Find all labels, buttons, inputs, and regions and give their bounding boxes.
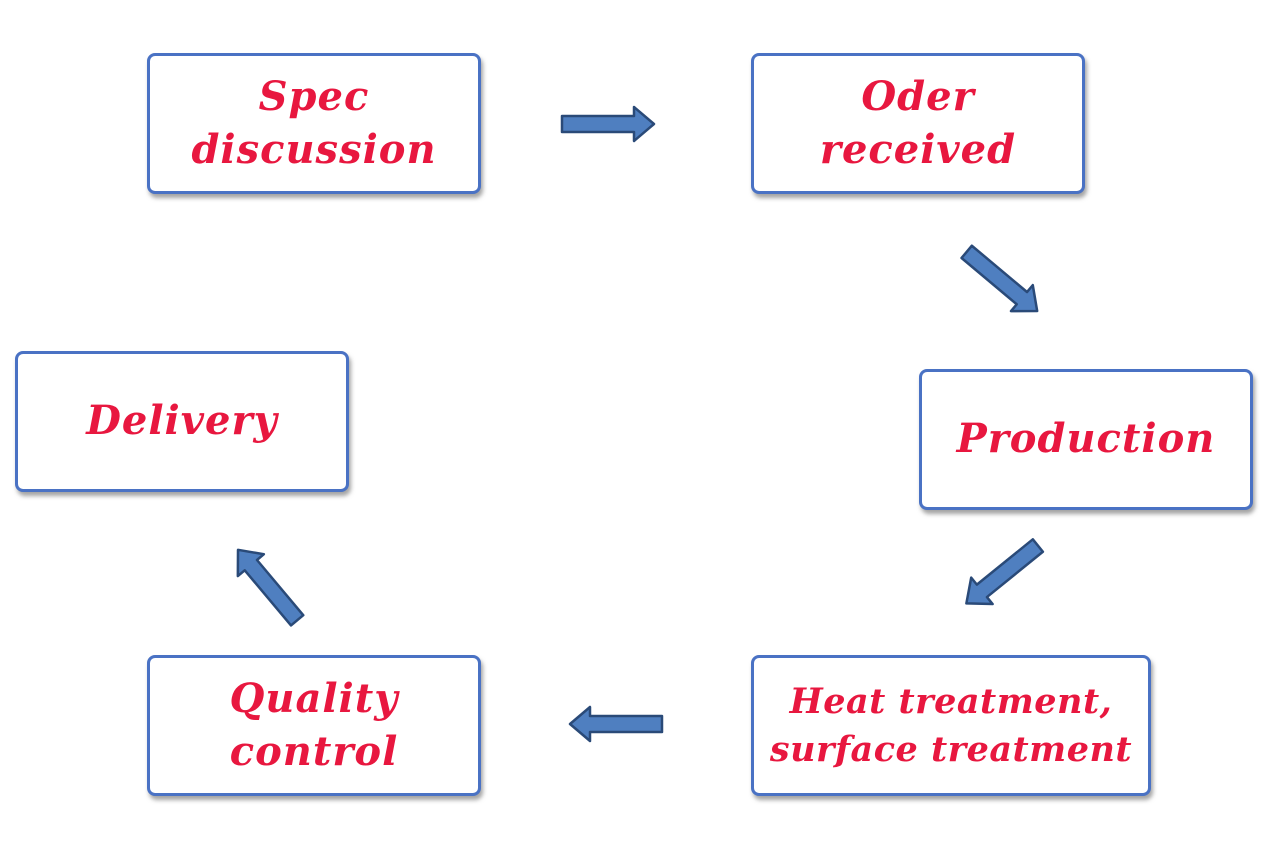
arrow-shape [960,244,1039,313]
step-production: Production [919,369,1253,510]
step-quality-control: Quality control [147,655,481,796]
arrow-quality-to-delivery-icon [236,548,305,627]
arrow-spec-to-order-icon [560,105,656,143]
arrow-production-to-heat-icon [965,538,1045,606]
arrow-order-to-production-icon [960,244,1039,313]
step-spec-discussion: Spec discussion [147,53,481,194]
step-label: Spec discussion [191,72,437,173]
step-heat-surface-treatment: Heat treatment, surface treatment [751,655,1151,796]
step-order-received: Oder received [751,53,1085,194]
arrow-shape [965,538,1045,606]
arrow-heat-to-quality-icon [568,705,664,743]
arrow-shape [560,105,656,143]
arrow-shape [568,705,664,743]
step-label: Heat treatment, surface treatment [769,681,1133,770]
step-label: Production [956,415,1216,463]
step-delivery: Delivery [15,351,349,492]
step-label: Oder received [819,72,1017,173]
step-label: Delivery [86,397,278,445]
arrow-shape [236,548,305,627]
step-label: Quality control [229,674,399,775]
